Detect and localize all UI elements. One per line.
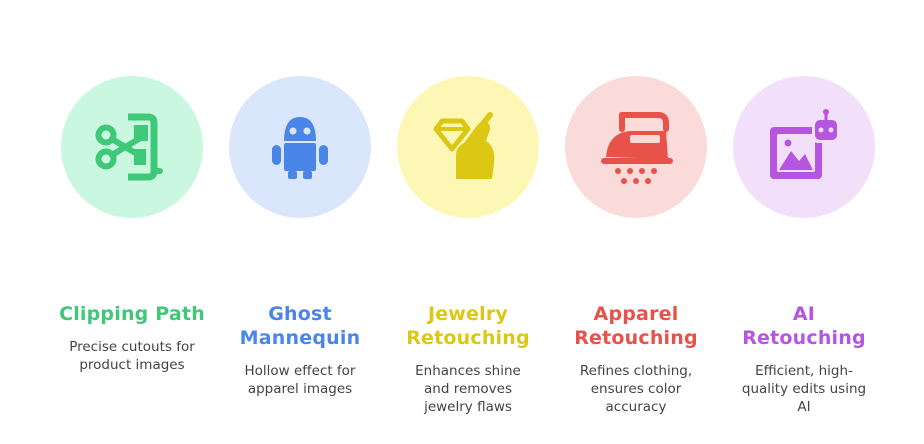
- scissors-image-icon: [95, 113, 163, 181]
- service-description: Precise cutouts for product images: [48, 338, 216, 374]
- title-line: Retouching: [574, 327, 698, 349]
- title-line: Mannequin: [239, 327, 361, 349]
- diamond-hand-icon: [433, 112, 495, 179]
- service-description: Enhances shine and removes jewelry flaws: [384, 362, 552, 416]
- service-jewelry-retouching: Jewelry Retouching Enhances shine and re…: [384, 0, 552, 444]
- service-description: Efficient, high- quality edits using AI: [720, 362, 888, 416]
- steam-iron-icon: [601, 112, 673, 184]
- description-line: Enhances shine: [415, 363, 521, 379]
- service-apparel-retouching: Apparel Retouching Refines clothing, ens…: [552, 0, 720, 444]
- service-title: Jewelry Retouching: [384, 302, 552, 350]
- description-line: apparel images: [247, 381, 353, 397]
- title-line: Ghost: [268, 303, 332, 325]
- ai-robot-image-icon: [770, 109, 840, 179]
- description-line: Efficient, high-: [755, 363, 853, 379]
- description-line: and removes: [424, 381, 512, 397]
- description-line: quality edits using: [741, 381, 867, 397]
- ghost-mannequin-icon: [272, 117, 328, 179]
- title-line: Retouching: [406, 327, 530, 349]
- title-line: AI: [792, 303, 816, 325]
- service-ghost-mannequin: Ghost Mannequin Hollow effect for appare…: [216, 0, 384, 444]
- title-line: Apparel: [593, 303, 679, 325]
- description-line: accuracy: [605, 399, 667, 415]
- description-line: Precise cutouts for: [69, 339, 195, 355]
- service-title: AI Retouching: [720, 302, 888, 350]
- description-line: AI: [797, 399, 811, 415]
- description-line: Hollow effect for: [244, 363, 356, 379]
- title-line: Retouching: [742, 327, 866, 349]
- service-title: Ghost Mannequin: [216, 302, 384, 350]
- description-line: Refines clothing,: [579, 363, 693, 379]
- title-line: Clipping Path: [59, 303, 205, 325]
- icon-circle: [733, 76, 875, 218]
- service-title: Apparel Retouching: [552, 302, 720, 350]
- service-ai-retouching: AI Retouching Efficient, high- quality e…: [720, 0, 888, 444]
- description-line: ensures color: [590, 381, 682, 397]
- service-description: Refines clothing, ensures color accuracy: [552, 362, 720, 416]
- service-description: Hollow effect for apparel images: [216, 362, 384, 398]
- description-line: jewelry flaws: [424, 399, 512, 415]
- icon-circle: [229, 76, 371, 218]
- icon-circle: [61, 76, 203, 218]
- icon-circle: [397, 76, 539, 218]
- description-line: product images: [79, 357, 185, 373]
- icon-circle: [565, 76, 707, 218]
- service-clipping-path: Clipping Path Precise cutouts for produc…: [48, 0, 216, 444]
- title-line: Jewelry: [427, 303, 509, 325]
- service-title: Clipping Path: [48, 302, 216, 326]
